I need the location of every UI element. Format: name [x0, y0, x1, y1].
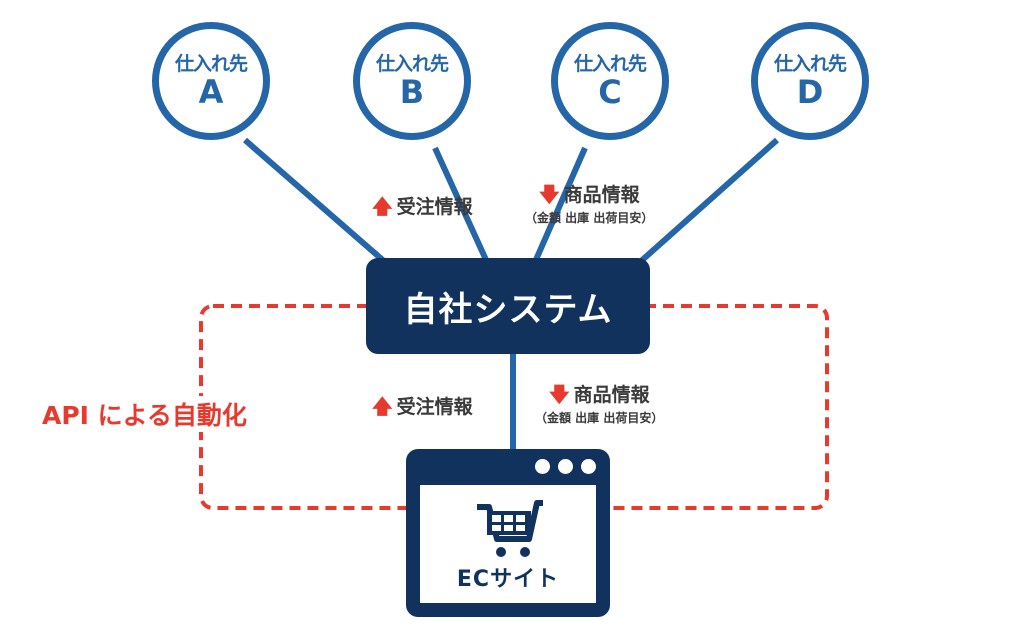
window-dot-icon [581, 459, 596, 474]
supplier-label: 仕入れ先 [174, 53, 248, 75]
supplier-label: 仕入れ先 [773, 53, 847, 75]
lower-product-flow: 🡇 商品情報 （金額 出庫 出荷目安） [535, 380, 663, 426]
window-dots [535, 459, 596, 474]
link-supplier-c [532, 146, 588, 264]
link-supplier-a [243, 137, 387, 265]
link-supplier-b [432, 146, 490, 264]
up-arrow-icon: 🡅 [372, 193, 393, 218]
api-automation-label: API による自動化 [38, 396, 251, 432]
supplier-id: A [198, 73, 224, 111]
supplier-d: 仕入れ先 D [751, 22, 869, 140]
ec-site-label: ECサイト [456, 567, 560, 592]
supplier-c: 仕入れ先 C [551, 22, 669, 140]
window-dot-icon [558, 459, 573, 474]
link-supplier-d [638, 137, 779, 265]
supplier-id: C [598, 73, 622, 111]
upper-order-flow: 🡅 受注情報 [372, 192, 473, 219]
supplier-id: B [399, 73, 425, 111]
supplier-label: 仕入れ先 [375, 53, 449, 75]
shopping-cart-icon [477, 500, 543, 557]
flow-label: 商品情報 [563, 184, 640, 206]
flow-label: 商品情報 [573, 384, 650, 406]
supplier-id: D [796, 73, 824, 111]
ec-site-screen: ECサイト [420, 485, 596, 603]
system-label: 自社システム [403, 289, 613, 330]
in-house-system: 自社システム [366, 258, 650, 354]
down-arrow-icon: 🡇 [539, 181, 560, 206]
supplier-a: 仕入れ先 A [152, 22, 270, 140]
upper-product-flow: 🡇 商品情報 （金額 出庫 出荷目安） [525, 180, 653, 226]
flow-detail: （金額 出庫 出荷目安） [535, 411, 664, 425]
ec-site-window: ECサイト [406, 449, 610, 617]
flow-label: 受注情報 [396, 396, 473, 418]
window-dot-icon [535, 459, 550, 474]
flow-detail: （金額 出庫 出荷目安） [525, 211, 654, 225]
flow-label: 受注情報 [396, 196, 473, 218]
supplier-b: 仕入れ先 B [353, 22, 471, 140]
supplier-label: 仕入れ先 [573, 53, 647, 75]
up-arrow-icon: 🡅 [372, 393, 393, 418]
lower-order-flow: 🡅 受注情報 [372, 392, 473, 419]
down-arrow-icon: 🡇 [549, 381, 570, 406]
